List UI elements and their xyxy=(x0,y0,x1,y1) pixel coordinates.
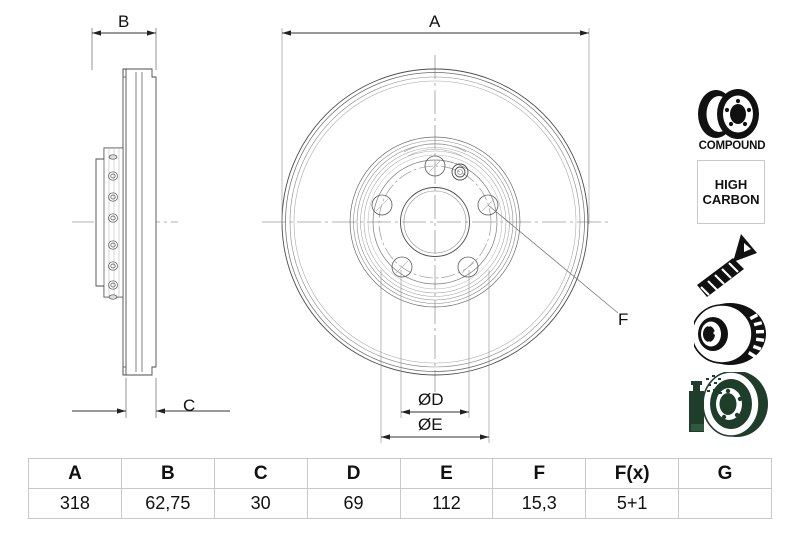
table-value-g xyxy=(678,488,772,519)
dimension-label-D: ØD xyxy=(418,390,444,409)
table-value-f: 15,3 xyxy=(492,488,587,519)
table-header-row: A B C D E F F(x) G xyxy=(28,458,772,489)
leader-line-F xyxy=(487,204,619,314)
table-value-c: 30 xyxy=(213,488,308,519)
specification-table: A B C D E F F(x) G 318 62,75 30 69 112 1… xyxy=(28,458,772,519)
bolt-hole xyxy=(457,256,479,278)
dimension-label-B: B xyxy=(118,12,130,31)
dimension-label-A: A xyxy=(429,12,441,31)
locating-screw-hole xyxy=(451,163,469,181)
high-carbon-badge: HIGH CARBON xyxy=(697,160,765,224)
dimension-label-E: ØE xyxy=(418,415,443,434)
table-value-d: 69 xyxy=(306,488,401,519)
compound-icon-caption: COMPOUND xyxy=(698,140,766,152)
table-header-fx: F(x) xyxy=(585,458,680,489)
table-value-row: 318 62,75 30 69 112 15,3 5+1 xyxy=(28,488,772,519)
table-header-g: G xyxy=(678,458,772,489)
bolt-hole xyxy=(391,256,413,278)
table-value-b: 62,75 xyxy=(120,488,215,519)
dimension-label-C: C xyxy=(183,396,196,415)
coated-disc-spray-icon xyxy=(689,372,768,437)
front-disc-view xyxy=(262,55,612,392)
dimension-label-F: F xyxy=(618,310,629,329)
vented-disc-icon xyxy=(694,303,766,365)
table-header-d: D xyxy=(306,458,401,489)
table-value-a: 318 xyxy=(28,488,122,519)
dimension-A xyxy=(281,28,590,224)
table-header-a: A xyxy=(28,458,122,489)
bolt-hole xyxy=(371,194,393,216)
table-header-b: B xyxy=(120,458,215,489)
dimension-D xyxy=(400,270,470,418)
table-header-f: F xyxy=(492,458,587,489)
dimension-B xyxy=(91,28,157,70)
compound-disc-icon xyxy=(698,89,759,139)
side-view-bolt-marks xyxy=(108,154,118,300)
high-carbon-line-1: HIGH xyxy=(714,176,748,192)
dimension-C xyxy=(72,378,230,418)
front-view-centerlines xyxy=(262,55,612,392)
high-carbon-line-2: CARBON xyxy=(702,192,760,207)
table-value-e: 112 xyxy=(399,488,494,519)
dimension-E xyxy=(380,270,490,443)
countersunk-screw-icon xyxy=(697,234,757,297)
side-section-view xyxy=(72,68,178,376)
bolt-hole xyxy=(424,155,446,177)
table-header-c: C xyxy=(213,458,308,489)
table-value-fx: 5+1 xyxy=(585,488,680,519)
table-header-e: E xyxy=(399,458,494,489)
bolt-hole-group xyxy=(371,155,499,278)
